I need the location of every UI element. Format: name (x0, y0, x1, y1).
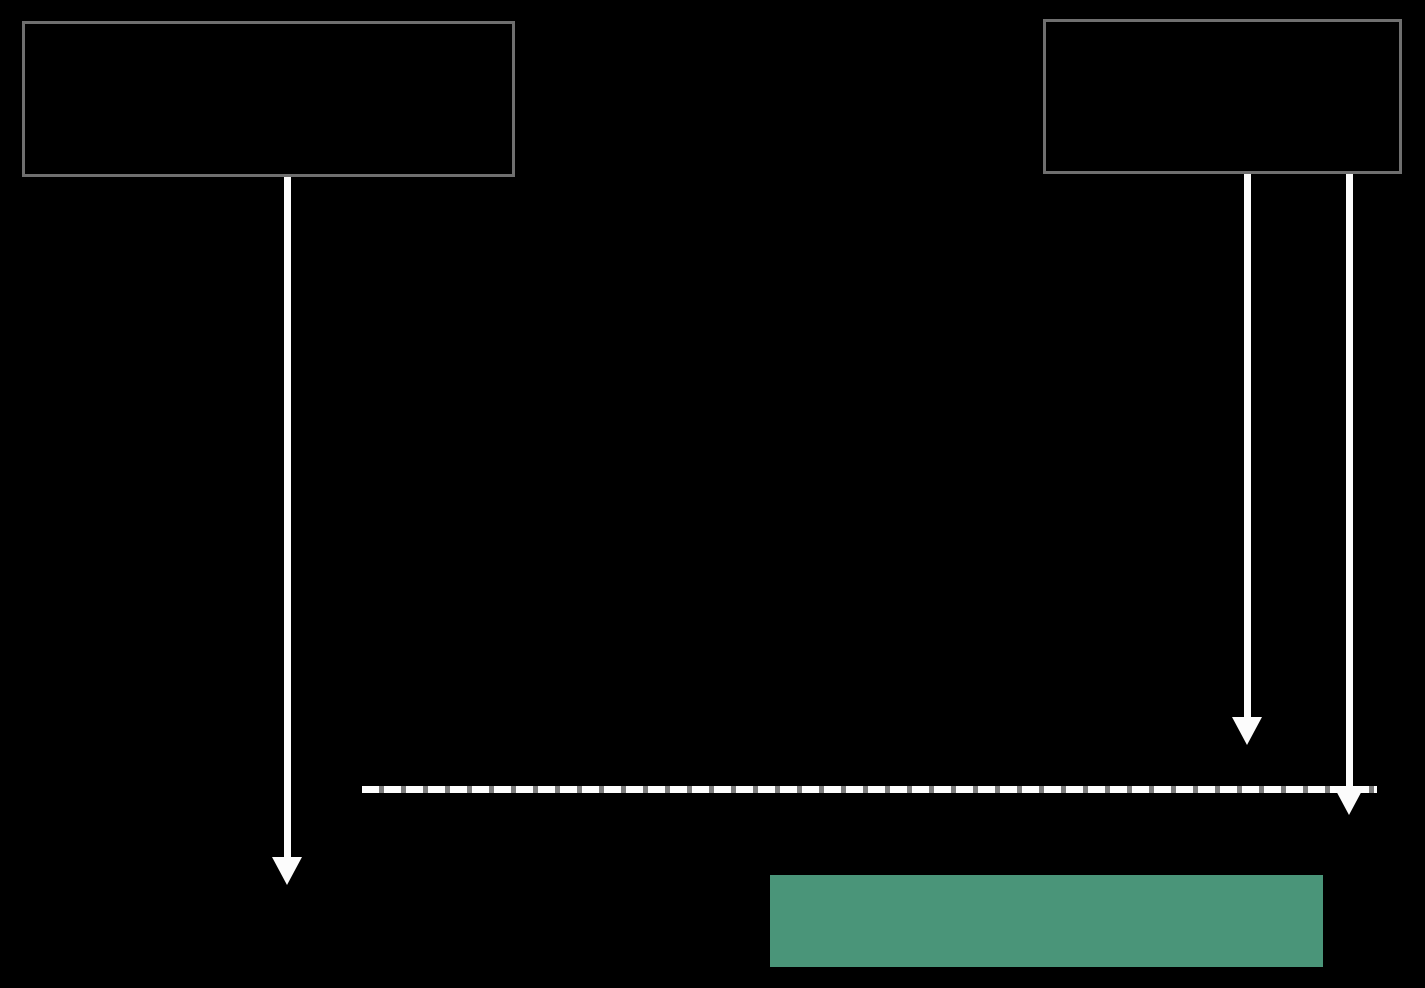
dashed-separator-line (362, 786, 1377, 793)
right-arrow-short-shaft (1244, 174, 1251, 717)
right-arrow-long-shaft (1346, 174, 1353, 787)
left-arrow-shaft (284, 177, 291, 857)
highlight-bar (770, 875, 1323, 967)
top-left-box (22, 21, 515, 177)
left-arrow-head-icon (272, 857, 302, 885)
top-right-box (1043, 19, 1402, 174)
right-arrow-long-head-icon (1334, 787, 1364, 815)
right-arrow-short-head-icon (1232, 717, 1262, 745)
